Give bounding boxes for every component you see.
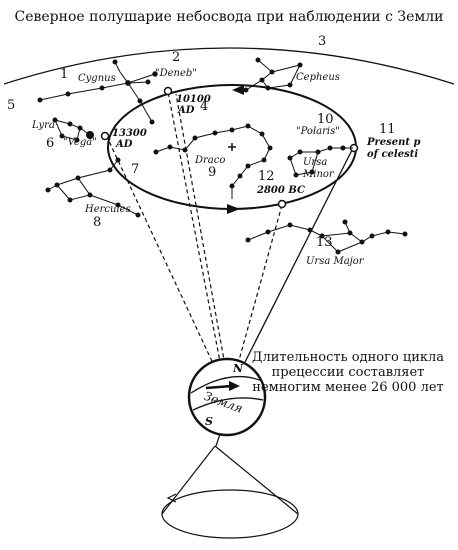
label-deneb: "Deneb" [155,68,197,79]
label-draco: Draco [194,155,225,166]
cone-line-deneb-b [175,93,227,372]
label-ursa-minor-2: Minor [302,169,335,180]
number-1: 1 [60,67,68,82]
label-ursa-major: Ursa Major [306,256,365,267]
number-4: 4 [200,99,208,114]
cepheus-constellation [243,57,303,93]
lower-cone-right [214,445,299,515]
cygnus-constellation [37,59,158,125]
label-ursa-minor-1: Ursa [303,157,327,168]
cone-line-vega [106,136,219,375]
number-10: 10 [317,112,334,127]
label-hercules: Hercules [84,204,131,215]
number-7: 7 [131,162,139,177]
number-3: 3 [318,34,326,49]
number-8: 8 [93,215,101,230]
number-13: 13 [316,235,333,250]
draco-constellation [153,123,273,199]
earth-rotation-arrow-icon [229,381,240,391]
sky-dome-arc [3,47,455,85]
label-cygnus: Cygnus [78,73,116,84]
date-2800bc: 2800 BC [256,185,305,196]
label-cepheus: Cepheus [296,72,340,83]
hercules-constellation [45,157,141,218]
diagram-title: Северное полушарие небосвода при наблюде… [15,9,444,25]
earth-rotation-arrow-shaft [205,384,233,390]
date-13300-line1: 13300 [112,128,147,139]
ursa-minor-constellation [287,145,353,178]
earth-equator-top [190,375,263,394]
number-2: 2 [172,50,180,65]
earth-globe [187,357,267,437]
earth-north-label: N [232,362,244,375]
ecliptic-pole-marker-icon [228,143,236,151]
date-10100-line1: 10100 [176,94,211,105]
pole-point-2800bc [277,199,287,209]
present-pole-line1: Present p [366,137,421,148]
cone-line-deneb-a [167,91,223,373]
label-vega: "Vega" [63,137,97,148]
pole-point-10100ad [163,86,173,96]
note-line-1: Длительность одного цикла [252,350,444,365]
earth-south-label: S [205,415,213,428]
number-5: 5 [7,98,15,113]
label-polaris: "Polaris" [296,126,340,137]
number-11: 11 [379,122,396,137]
number-12: 12 [258,169,275,184]
earth-equator-bottom [192,397,264,411]
number-9: 9 [208,165,216,180]
date-13300-line2: AD [115,139,133,150]
cone-line-polaris [239,147,354,373]
date-10100-line2: AD [177,105,195,116]
present-pole-line2: of celesti [367,149,418,160]
lyra-constellation [52,117,94,143]
precession-arrow-top [232,85,244,95]
precession-arrow-bottom [227,204,240,214]
number-6: 6 [46,136,54,151]
lower-precession-circle [161,489,299,539]
pole-point-13300ad [100,131,110,141]
note-line-2: прецессии составляет [272,365,425,380]
lower-circle-arrow [166,493,177,503]
note-line-3: немногим менее 26 000 лет [252,380,443,395]
cone-line-thuban [235,204,283,372]
lower-cone-left [161,445,216,515]
ursa-major-constellation [245,219,408,255]
label-lyra: Lyra [31,120,55,131]
